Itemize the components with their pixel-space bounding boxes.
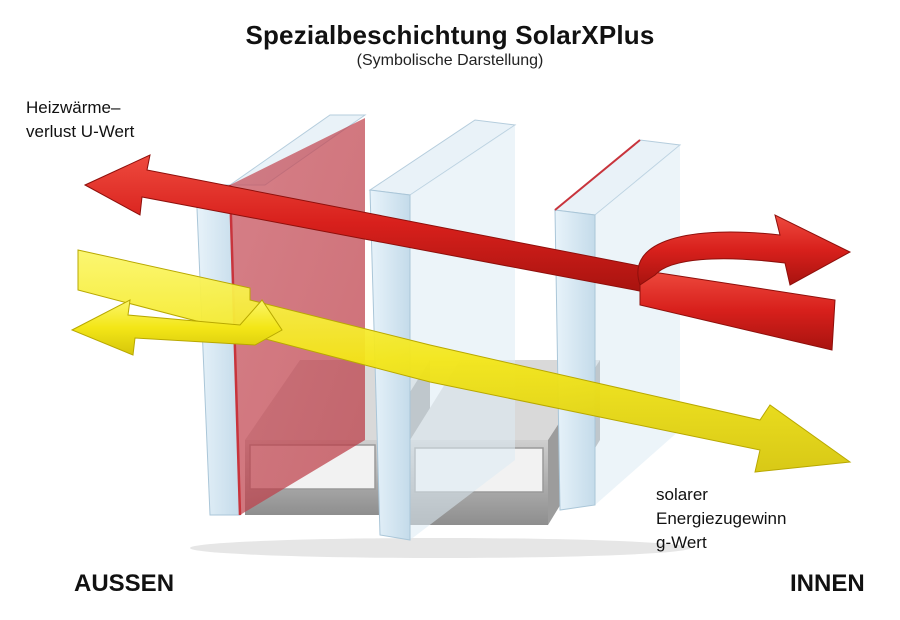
solar-gain-label: solarer Energiezugewinn g-Wert	[656, 483, 786, 555]
side-label-inside: INNEN	[790, 570, 865, 597]
solar-reflected-arrow	[70, 299, 283, 356]
heat-loss-label: Heizwärme– verlust U-Wert	[26, 96, 134, 144]
diagram-title: Spezialbeschichtung SolarXPlus	[245, 20, 655, 50]
solar-gain-label-line2: Energiezugewinn	[656, 509, 787, 528]
solar-gain-label-line1: solarer	[656, 485, 708, 504]
heat-loss-arrow-reflected	[637, 214, 852, 351]
side-label-outside: AUSSEN	[74, 570, 175, 597]
floor-shadow	[190, 538, 690, 558]
glass-pane-inner	[553, 139, 682, 511]
heat-loss-label-line1: Heizwärme–	[26, 98, 121, 117]
solar-gain-label-line3: g-Wert	[656, 533, 707, 552]
heat-loss-label-line2: verlust U-Wert	[26, 122, 135, 141]
diagram-subtitle: (Symbolische Darstellung)	[356, 52, 544, 69]
